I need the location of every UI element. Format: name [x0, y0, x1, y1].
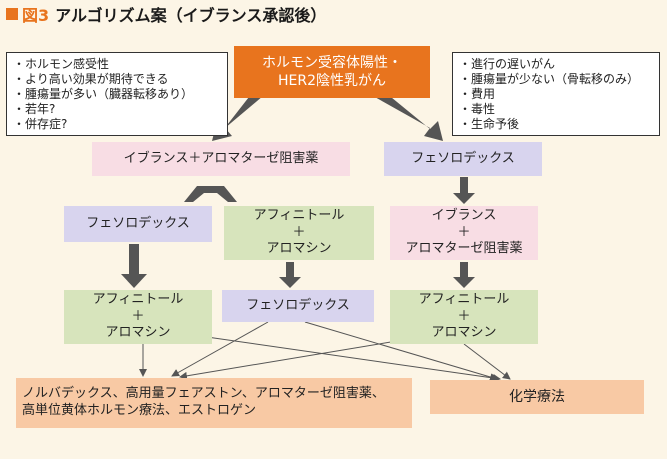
- start-node: ホルモン受容体陽性・ HER2陰性乳がん: [234, 46, 430, 98]
- arrow-start-to-right: [373, 88, 443, 141]
- left-b-next-label: フェソロデックス: [246, 297, 350, 313]
- arrow-start-to-left: [212, 88, 263, 141]
- left-branch-b-node: アフィニトール ＋ アロマシン: [224, 206, 374, 260]
- right-second-line2: アロマターゼ阻害薬: [405, 241, 523, 257]
- right-criterion: ・腫瘍量が少ない（骨転移のみ）: [459, 72, 640, 86]
- left-a-next-line2: アロマシン: [105, 325, 171, 341]
- arrow-left-a-to-outcome-right: [199, 335, 501, 382]
- arrow-left-a-to-next: [121, 244, 147, 288]
- start-line1: ホルモン受容体陽性・: [262, 54, 402, 71]
- left-criterion: ・より高い効果が期待できる: [13, 72, 169, 86]
- left-branch-a-label: フェソロデックス: [86, 215, 190, 231]
- outcome-left-node: ノルバデックス、高用量フェアストン、アロマターゼ阻害薬、 高単位黄体ホルモン療法…: [16, 378, 412, 428]
- outcome-left-line1: ノルバデックス、高用量フェアストン、アロマターゼ阻害薬、: [22, 386, 385, 402]
- arrow-left-main-split: [184, 186, 237, 202]
- start-line2: HER2陰性乳がん: [277, 73, 386, 89]
- outcome-left-line2: 高単位黄体ホルモン療法、エストロゲン: [22, 403, 257, 418]
- left-criterion: ・併存症?: [13, 117, 68, 131]
- left-criteria-note: ・ホルモン感受性 ・より高い効果が期待できる ・腫瘍量が多い（臓器転移あり） ・…: [6, 52, 228, 136]
- arrow-left-b-to-outcome-right: [304, 321, 498, 381]
- left-b-next-node: フェソロデックス: [222, 290, 374, 322]
- thin-arrows: [139, 321, 511, 382]
- right-criterion: ・進行の遅いがん: [459, 57, 556, 71]
- left-a-next-line1: アフィニトール: [92, 291, 184, 307]
- arrow-left-b-to-outcome-left: [171, 321, 269, 377]
- arrow-right-second-to-third: [453, 262, 475, 288]
- thick-arrows: [121, 88, 475, 288]
- left-a-next-node: アフィニトール ＋ アロマシン: [64, 290, 212, 344]
- arrow-right-first-to-second: [453, 177, 475, 204]
- arrow-left-b-to-next: [279, 262, 301, 288]
- left-branch-a-node: フェソロデックス: [64, 206, 212, 242]
- left-criterion: ・ホルモン感受性: [13, 57, 110, 71]
- figure-title: 図3 アルゴリズム案（イブランス承認後）: [6, 2, 326, 26]
- arrow-right-third-to-outcome-right: [463, 343, 511, 380]
- right-second-node: イブランス ＋ アロマターゼ阻害薬: [390, 206, 538, 260]
- right-criterion: ・費用: [459, 87, 496, 101]
- left-main-label: イブランス＋アロマターゼ阻害薬: [123, 150, 319, 166]
- right-third-plus: ＋: [457, 308, 471, 324]
- left-criterion: ・腫瘍量が多い（臓器転移あり）: [13, 87, 194, 101]
- arrow-right-third-to-outcome-left: [179, 337, 416, 380]
- title-square-icon: [6, 8, 18, 20]
- outcome-right-label: 化学療法: [509, 388, 565, 405]
- left-a-next-plus: ＋: [131, 308, 145, 324]
- right-third-node: アフィニトール ＋ アロマシン: [390, 290, 538, 344]
- left-branch-b-line2: アロマシン: [266, 241, 332, 257]
- right-first-label: フェソロデックス: [411, 150, 515, 166]
- left-criterion: ・若年?: [13, 102, 56, 116]
- outcome-right-node: 化学療法: [430, 380, 644, 414]
- right-third-line2: アロマシン: [431, 325, 497, 341]
- figure-number: 図3: [22, 6, 50, 25]
- left-main-node: イブランス＋アロマターゼ阻害薬: [92, 142, 350, 176]
- right-criteria-note: ・進行の遅いがん ・腫瘍量が少ない（骨転移のみ） ・費用 ・毒性 ・生命予後: [452, 52, 660, 136]
- figure-title-text: アルゴリズム案（イブランス承認後）: [55, 6, 327, 25]
- left-branch-b-plus: ＋: [292, 224, 306, 240]
- right-third-line1: アフィニトール: [418, 291, 510, 307]
- left-branch-b-line1: アフィニトール: [253, 207, 345, 223]
- right-first-node: フェソロデックス: [384, 142, 542, 176]
- right-criterion: ・生命予後: [459, 117, 520, 131]
- right-second-plus: ＋: [457, 224, 471, 240]
- right-criterion: ・毒性: [459, 102, 496, 116]
- right-second-line1: イブランス: [431, 207, 497, 223]
